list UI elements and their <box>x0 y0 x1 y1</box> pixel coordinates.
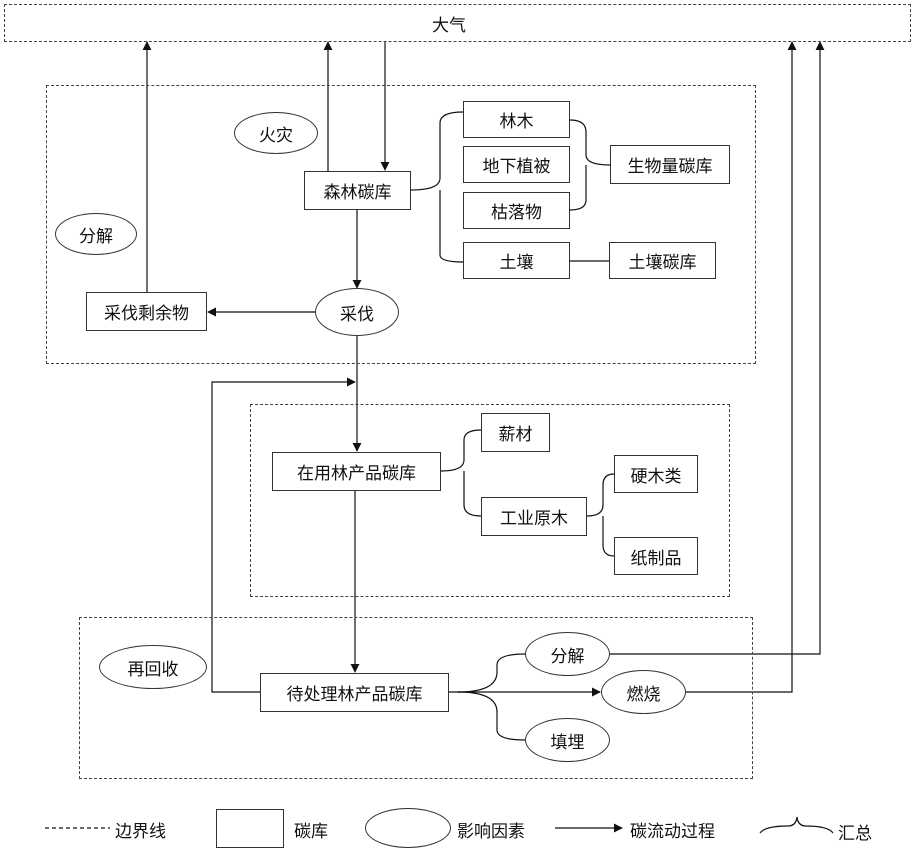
brace-biomass-upper <box>569 119 611 166</box>
atmosphere-boundary <box>4 4 911 42</box>
brace-industrial-lower <box>602 516 615 557</box>
brace-products-upper <box>440 429 482 472</box>
legend-aggregate-brace <box>759 816 834 834</box>
products-boundary <box>250 404 730 597</box>
pool-firewood: 薪材 <box>481 413 550 452</box>
brace-forest-lower <box>439 190 464 263</box>
legend-aggregate-label: 汇总 <box>838 824 872 844</box>
pool-industrial-wood: 工业原木 <box>481 497 587 536</box>
arrow-recycle-loop <box>211 377 356 693</box>
pool-underground-vegetation: 地下植被 <box>463 146 570 183</box>
pool-paper: 纸制品 <box>614 537 698 575</box>
pool-litter: 枯落物 <box>463 192 570 229</box>
factor-harvest: 采伐 <box>315 288 399 336</box>
brace-industrial-upper <box>586 473 615 517</box>
disposal-product-pool: 待处理林产品碳库 <box>260 673 449 712</box>
factor-decomposition-disposal: 分解 <box>525 632 610 676</box>
biomass-carbon-pool: 生物量碳库 <box>610 145 730 184</box>
brace-products-lower <box>463 471 482 517</box>
branch-to-landfill <box>457 691 526 741</box>
legend-carbon-pool-label: 碳库 <box>294 822 328 842</box>
factor-recycle: 再回收 <box>99 645 207 689</box>
forest-boundary <box>46 85 756 364</box>
arrow-burning-to-atmosphere <box>686 41 797 693</box>
atmosphere-label: 大气 <box>432 16 466 36</box>
pool-soil: 土壤 <box>463 242 570 279</box>
factor-landfill: 填埋 <box>525 718 610 762</box>
brace-forest-upper <box>410 111 464 191</box>
pool-trees: 林木 <box>463 101 570 138</box>
arrow-decomposition-to-atmosphere <box>610 41 825 655</box>
pool-hardwood: 硬木类 <box>614 455 698 493</box>
harvest-residue-pool: 采伐剩余物 <box>86 292 207 331</box>
in-use-product-pool: 在用林产品碳库 <box>272 452 441 491</box>
disposal-boundary <box>79 617 753 779</box>
brace-biomass-lower <box>569 165 587 211</box>
legend-factor-ellipse <box>365 808 451 848</box>
forest-carbon-pool: 森林碳库 <box>304 171 411 210</box>
soil-carbon-pool: 土壤碳库 <box>609 242 716 279</box>
legend-carbon-pool-box <box>216 809 284 848</box>
factor-decomposition-forest: 分解 <box>55 213 137 255</box>
legend-factor-label: 影响因素 <box>457 822 525 842</box>
factor-burning: 燃烧 <box>601 670 686 714</box>
legend-boundary-label: 边界线 <box>115 822 166 842</box>
branch-to-decomposition <box>457 653 526 693</box>
factor-fire: 火灾 <box>234 112 318 154</box>
legend-flow-label: 碳流动过程 <box>630 822 715 842</box>
